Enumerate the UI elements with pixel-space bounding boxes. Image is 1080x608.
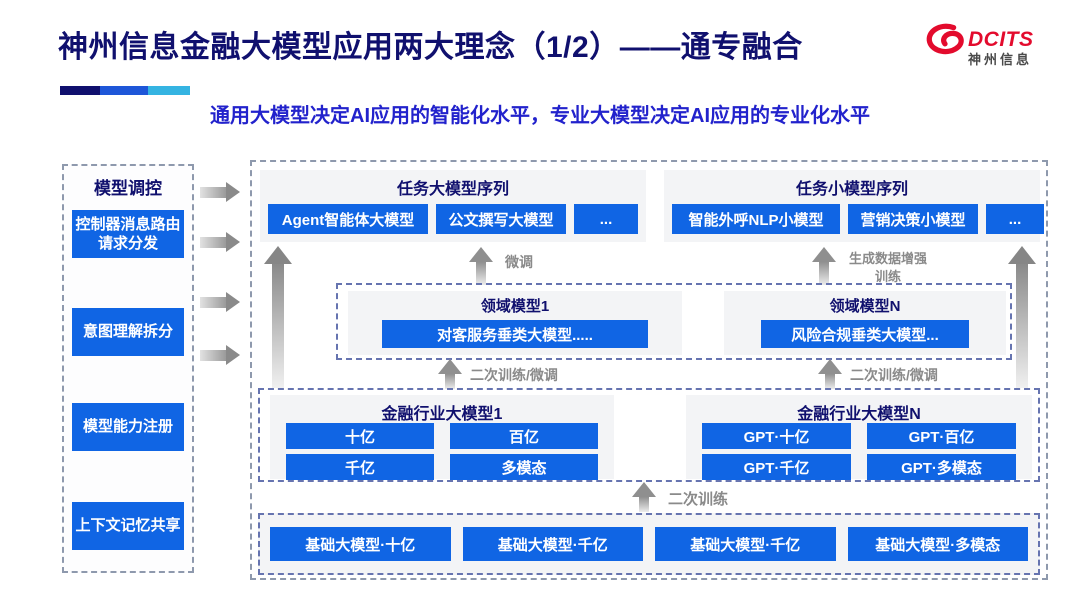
model-chip-agent: Agent智能体大模型 — [268, 204, 428, 234]
model-chip-risk-compliance: 风险合规垂类大模型... — [761, 320, 969, 348]
logo-brand-text: DCITS — [968, 28, 1034, 51]
right-arrow-icon — [200, 232, 240, 252]
industry-model-n-panel: 金融行业大模型N GPT·十亿 GPT·百亿 GPT·千亿 GPT·多模态 — [686, 395, 1032, 480]
task-small-model-panel: 任务小模型序列 智能外呼NLP小模型 营销决策小模型 ... — [664, 170, 1044, 242]
sidebar-item-controller-routing: 控制器消息路由请求分发 — [72, 210, 184, 258]
logo-brand-cn-text: 神州信息 — [968, 52, 1033, 68]
domain-model-1-title: 领域模型1 — [480, 298, 550, 315]
task-large-model-title: 任务大模型序列 — [396, 181, 509, 198]
model-chip-hundred-billion: 千亿 — [286, 454, 434, 480]
model-chip-gpt-ten-billion: GPT·百亿 — [867, 423, 1016, 449]
up-arrow-icon — [818, 359, 842, 389]
model-control-title: 模型调控 — [94, 179, 162, 198]
right-arrow-icon — [200, 292, 240, 312]
accent-segment-cyan — [148, 86, 190, 95]
industry-models-container: 金融行业大模型1 十亿 百亿 千亿 多模态 金融行业大模型N GPT·十亿 GP… — [258, 388, 1040, 482]
industry-model-1-panel: 金融行业大模型1 十亿 百亿 千亿 多模态 — [270, 395, 614, 480]
model-chip-gpt-hundred-billion: GPT·千亿 — [702, 454, 851, 480]
model-chip-ellipsis: ... — [574, 204, 638, 234]
dcits-logo-icon — [922, 20, 968, 67]
model-chip-gpt-billion: GPT·十亿 — [702, 423, 851, 449]
model-chip-marketing-decision: 营销决策小模型 — [848, 204, 978, 234]
model-chip-document-writing: 公文撰写大模型 — [436, 204, 566, 234]
model-chip-base-multimodal: 基础大模型·多模态 — [847, 527, 1028, 561]
model-control-panel: 模型调控 控制器消息路由请求分发 意图理解拆分 模型能力注册 上下文记忆共享 — [62, 164, 194, 573]
up-arrow-icon — [469, 247, 493, 285]
model-chip-ten-billion: 百亿 — [450, 423, 598, 449]
domain-model-1-panel: 领域模型1 对客服务垂类大模型..... — [348, 291, 682, 355]
sidebar-item-context-memory: 上下文记忆共享 — [72, 502, 184, 550]
retrain-label: 二次训练 — [668, 491, 729, 508]
domain-model-n-panel: 领域模型N 风险合规垂类大模型... — [724, 291, 1006, 355]
model-chip-outbound-nlp: 智能外呼NLP小模型 — [672, 204, 840, 234]
retrain-finetune-label: 二次训练/微调 — [470, 367, 558, 383]
model-chip-base-billion: 基础大模型·十亿 — [270, 527, 451, 561]
model-chip-multimodal: 多模态 — [450, 454, 598, 480]
industry-model-n-title: 金融行业大模型N — [797, 406, 921, 423]
title-accent-bar — [60, 86, 190, 95]
accent-segment-blue — [100, 86, 148, 95]
retrain-finetune-label: 二次训练/微调 — [850, 367, 938, 383]
model-chip-base-hundred-billion-2: 基础大模型·千亿 — [655, 527, 836, 561]
page-title: 神州信息金融大模型应用两大理念（1/2）——通专融合 — [58, 31, 803, 64]
accent-segment-navy — [60, 86, 100, 95]
domain-models-container: 领域模型1 对客服务垂类大模型..... 领域模型N 风险合规垂类大模型... — [336, 283, 1012, 360]
model-chip-ellipsis: ... — [986, 204, 1044, 234]
task-small-model-title: 任务小模型序列 — [795, 181, 908, 198]
sidebar-item-capability-registration: 模型能力注册 — [72, 403, 184, 451]
domain-model-n-title: 领域模型N — [829, 298, 901, 315]
up-arrow-icon — [812, 247, 836, 285]
model-chip-base-hundred-billion: 基础大模型·千亿 — [462, 527, 643, 561]
right-arrow-icon — [200, 182, 240, 202]
fine-tune-label: 微调 — [505, 254, 533, 270]
industry-model-1-title: 金融行业大模型1 — [381, 406, 503, 423]
right-arrow-icon — [200, 345, 240, 365]
slide-subtitle: 通用大模型决定AI应用的智能化水平，专业大模型决定AI应用的专业化水平 — [210, 105, 870, 127]
task-large-model-panel: 任务大模型序列 Agent智能体大模型 公文撰写大模型 ... — [260, 170, 646, 242]
up-arrow-icon — [438, 359, 462, 389]
model-chip-customer-service: 对客服务垂类大模型..... — [382, 320, 648, 348]
sidebar-item-intent-splitting: 意图理解拆分 — [72, 308, 184, 356]
model-chip-gpt-multimodal: GPT·多模态 — [867, 454, 1016, 480]
base-models-container: 基础大模型·十亿 基础大模型·千亿 基础大模型·千亿 基础大模型·多模态 — [258, 513, 1040, 575]
up-arrow-icon — [632, 482, 656, 512]
model-architecture-container — [250, 160, 1048, 580]
gen-data-training-label: 生成数据增强训练 — [848, 251, 927, 284]
model-chip-billion: 十亿 — [286, 423, 434, 449]
up-arrow-icon — [1008, 246, 1036, 388]
up-arrow-icon — [264, 246, 292, 388]
dcits-logo: DCITS 神州信息 — [922, 20, 1062, 67]
